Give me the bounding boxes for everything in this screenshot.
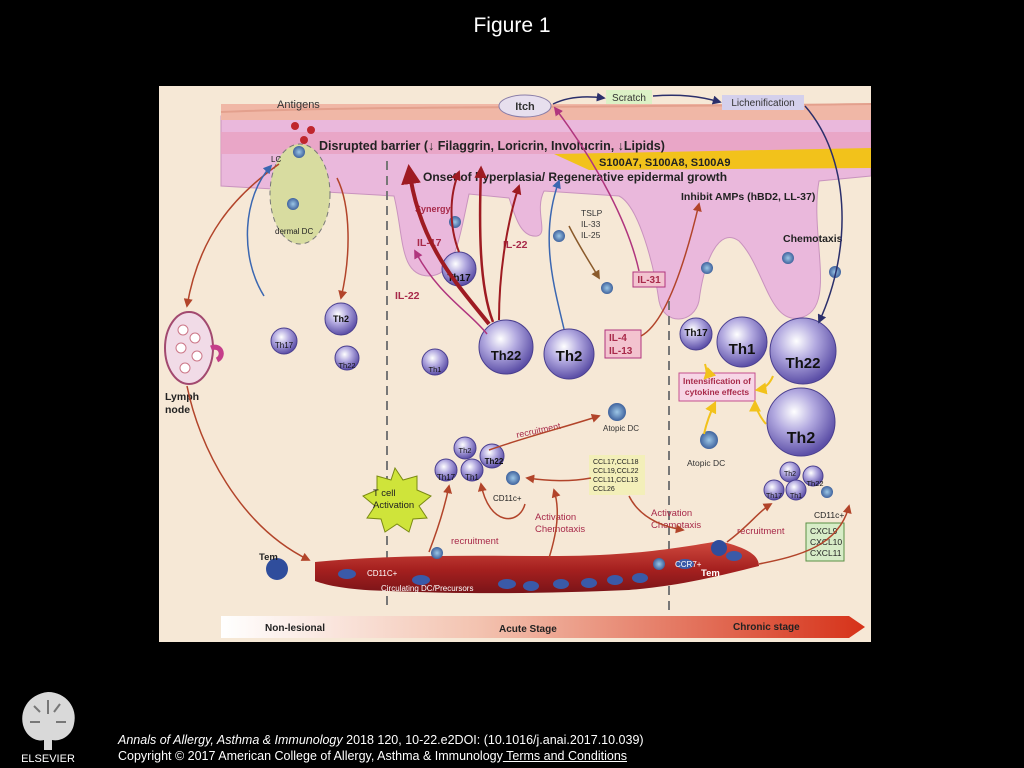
svg-text:Th17: Th17	[447, 273, 471, 284]
epidermis	[220, 103, 871, 320]
dendritic-cell-icon	[431, 547, 665, 570]
svg-text:Th1: Th1	[729, 341, 756, 358]
atopic-dermatitis-diagram: Antigens Itch Scratch Lichenification Di…	[159, 86, 871, 642]
dendritic-cell-icon	[287, 146, 305, 210]
cd11c-label: CD11C+	[367, 569, 398, 578]
svg-text:CD11c+: CD11c+	[814, 510, 844, 520]
dermal-dc-label: dermal DC	[275, 227, 313, 236]
lichenification-box	[722, 95, 804, 110]
tem-cell	[266, 558, 288, 580]
ccr7-label: CCR7+	[675, 560, 702, 569]
svg-text:Th22: Th22	[485, 457, 504, 466]
citation: Annals of Allergy, Asthma & Immunology 2…	[118, 732, 644, 764]
svg-text:Th22: Th22	[338, 361, 355, 370]
barrier-band	[221, 132, 871, 154]
svg-text:Th2: Th2	[556, 348, 583, 365]
stage-label-acute: Acute Stage	[499, 624, 557, 635]
th22-cell: Th22	[334, 345, 360, 371]
atopic-dc-label: Atopic DC	[603, 424, 639, 433]
il4-label: IL-4	[609, 333, 627, 344]
svg-text:Th17: Th17	[275, 341, 294, 350]
blood-cells	[338, 551, 742, 591]
stage-label-chronic: Chronic stage	[733, 622, 800, 633]
recruitment-label: recruitment	[737, 526, 785, 537]
svg-text:Th17: Th17	[766, 493, 782, 500]
antigens-label: Antigens	[277, 99, 320, 111]
figure-title: Figure 1	[473, 14, 551, 37]
svg-text:Th1: Th1	[429, 365, 442, 374]
stage-bar	[221, 616, 865, 638]
il4-il13-box	[604, 329, 642, 359]
th17-cell: Th17	[679, 317, 713, 351]
svg-text:Th2: Th2	[784, 471, 796, 478]
svg-text:CD11c+: CD11c+	[493, 494, 522, 503]
th1-cell: Th1	[716, 316, 768, 368]
chemotaxis-label: Chemotaxis	[783, 233, 843, 245]
cxcl-box	[805, 522, 845, 562]
t-cell-activation-star	[362, 466, 432, 533]
svg-text:Th22: Th22	[806, 479, 823, 488]
ccl-box	[589, 455, 645, 495]
citation-details: 2018 120, 10-22.e2DOI: (10.1016/j.anai.2…	[342, 733, 644, 747]
tem-label: Tem	[701, 568, 720, 579]
tem-cell	[711, 540, 727, 556]
th2-cell: Th2	[324, 302, 358, 336]
svg-text:Th1: Th1	[790, 493, 802, 500]
cell-cluster: Th2 Th22 Th17 Th1 CD11c+	[434, 436, 522, 503]
il22-label: IL-22	[395, 290, 420, 302]
s100-band	[554, 148, 871, 170]
tem-label: Tem	[259, 552, 278, 563]
il31-label: IL-31	[637, 275, 661, 286]
elsevier-logo: ELSEVIER	[10, 682, 86, 764]
dermal-dc-region	[269, 143, 331, 245]
lichenification-label: Lichenification	[731, 98, 794, 109]
th17-cell: Th17	[270, 327, 298, 355]
lc-label: LC	[271, 155, 281, 164]
cell-cluster: Th2 Th22 Th17 Th1 CD11c+	[763, 461, 844, 520]
stage-label-nonlesional: Non-lesional	[265, 623, 325, 634]
th2-cell: Th2	[543, 328, 595, 380]
inhibit-amps-label: Inhibit AMPs (hBD2, LL-37)	[681, 191, 815, 203]
svg-text:Th2: Th2	[333, 314, 349, 324]
journal-name: Annals of Allergy, Asthma & Immunology	[118, 733, 343, 747]
circulating-label: Circulating DC/Precursors	[381, 584, 473, 593]
svg-text:Th2: Th2	[459, 446, 472, 455]
hyperplasia-label: Onset of hyperplasia/ Regenerative epide…	[423, 170, 727, 184]
svg-text:Th17: Th17	[437, 473, 456, 482]
svg-text:Th22: Th22	[785, 355, 820, 372]
svg-text:Th17: Th17	[684, 328, 708, 339]
s100-label: S100A7, S100A8, S100A9	[599, 157, 730, 169]
recruitment-label: recruitment	[451, 536, 499, 547]
svg-text:ELSEVIER: ELSEVIER	[21, 753, 75, 764]
atopic-dc-label: Atopic DC	[687, 458, 725, 468]
flow-arrows	[183, 105, 852, 565]
itch-label: Itch	[498, 94, 552, 118]
svg-text:Th1: Th1	[465, 473, 479, 482]
th1-cell: Th1	[421, 348, 449, 376]
il13-label: IL-13	[609, 346, 633, 357]
antigen-icon	[291, 122, 315, 144]
barrier-label: Disrupted barrier (↓ Filaggrin, Loricrin…	[319, 139, 665, 153]
copyright-text: Copyright © 2017 American College of All…	[118, 749, 503, 763]
svg-text:Th22: Th22	[491, 348, 521, 363]
lymph-node-icon	[164, 311, 224, 385]
terms-link[interactable]: Terms and Conditions	[502, 749, 628, 763]
svg-text:Th2: Th2	[787, 430, 816, 447]
th2-cell: Th2	[766, 387, 836, 457]
th22-cell: Th22	[478, 319, 534, 375]
scratch-label: Scratch	[612, 93, 646, 104]
svg-text:Itch: Itch	[515, 101, 535, 113]
th22-cell: Th22	[769, 317, 837, 385]
il31-box	[632, 271, 666, 288]
il22-label: IL-22	[503, 239, 528, 251]
scratch-box	[606, 90, 652, 104]
synergy-label: Synergy	[415, 204, 451, 214]
